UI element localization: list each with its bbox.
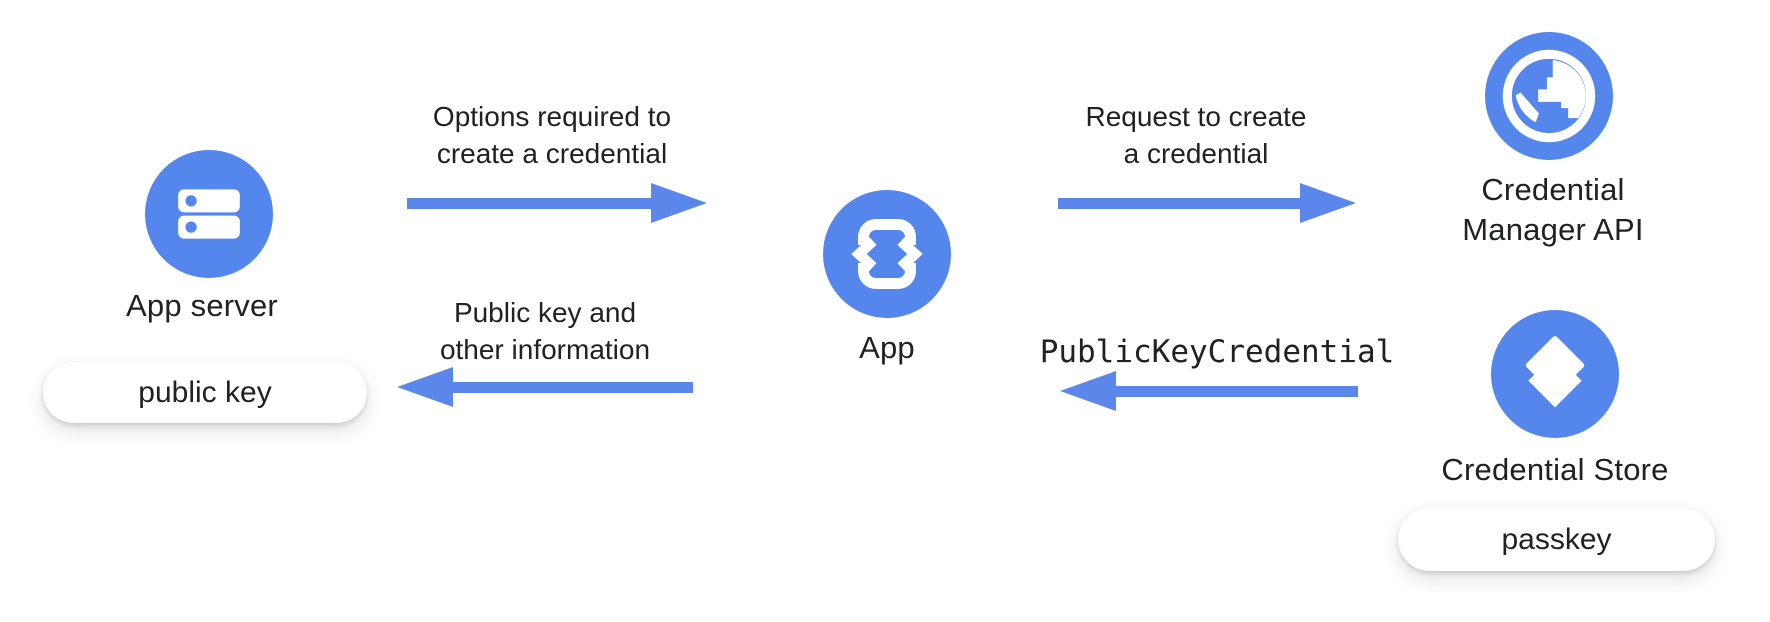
- arrow-publickey-left: [397, 367, 693, 407]
- flow-options-label-line1: Options required to: [432, 101, 672, 132]
- arrow-options-right: [407, 183, 707, 223]
- layers-icon: [1525, 336, 1585, 408]
- phone-code-icon: [851, 219, 923, 289]
- flow-publickey-label: Public key and other information: [375, 294, 715, 368]
- credential-manager-api-label: Credential Manager API: [1393, 170, 1713, 250]
- app-server-label: App server: [126, 288, 278, 323]
- arrow-shaft: [407, 197, 657, 209]
- flow-request-label-line1: Request to create: [1085, 101, 1307, 132]
- public-key-pill: public key: [43, 362, 367, 423]
- arrow-head-left-icon: [397, 367, 453, 407]
- credential-manager-api-circle: [1485, 32, 1613, 160]
- flow-publickeycredential-label: PublicKeyCredential: [1039, 334, 1395, 370]
- flow-publickey-label-line2: other information: [439, 334, 651, 365]
- app-server-circle: [145, 150, 273, 278]
- server-icon: [178, 189, 240, 239]
- arrow-publickeycredential-left: [1060, 371, 1358, 411]
- passkey-pill: passkey: [1398, 508, 1715, 571]
- credential-store-circle: [1491, 310, 1619, 438]
- app-circle: [823, 190, 951, 318]
- passkey-pill-label: passkey: [1501, 522, 1612, 556]
- public-key-pill-label: public key: [138, 375, 272, 409]
- arrow-shaft: [447, 381, 693, 393]
- flow-options-label-line2: create a credential: [436, 138, 668, 169]
- credential-store-label: Credential Store: [1441, 452, 1669, 487]
- arrow-shaft: [1058, 197, 1306, 209]
- arrow-head-right-icon: [1300, 183, 1356, 223]
- arrow-shaft: [1110, 385, 1358, 397]
- credential-manager-api-label-line1: Credential: [1481, 172, 1625, 207]
- flow-options-label: Options required to create a credential: [392, 98, 712, 172]
- arrow-head-right-icon: [651, 183, 707, 223]
- arrow-request-right: [1058, 183, 1356, 223]
- credential-manager-api-label-line2: Manager API: [1462, 212, 1644, 247]
- arrow-head-left-icon: [1060, 371, 1116, 411]
- globe-icon: [1502, 49, 1596, 143]
- flow-request-label: Request to create a credential: [1036, 98, 1356, 172]
- flow-request-label-line2: a credential: [1123, 138, 1269, 169]
- app-label: App: [859, 330, 915, 365]
- flow-publickey-label-line1: Public key and: [453, 297, 637, 328]
